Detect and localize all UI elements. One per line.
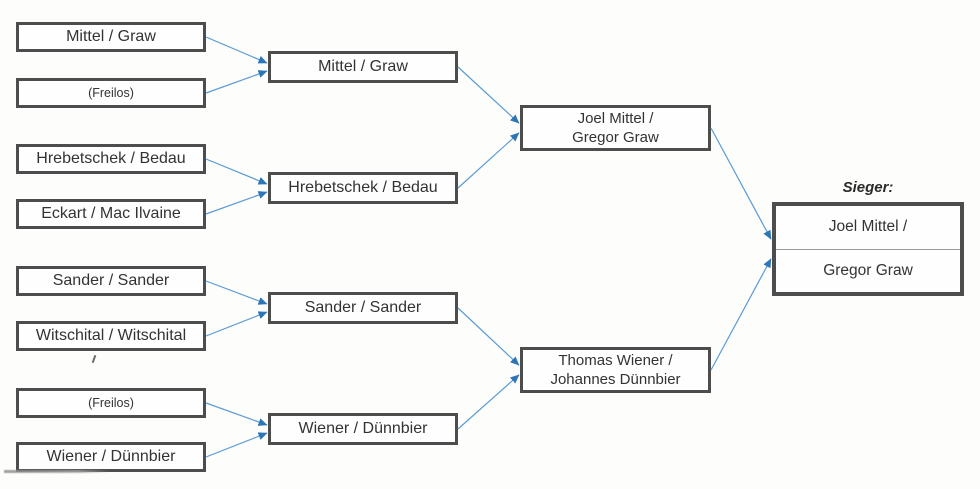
stray-pen-mark [91,354,97,364]
scan-smudge-line [4,470,110,473]
player-line: Johannes Dünnbier [550,371,681,388]
bracket-connector-line [457,66,520,124]
bracket-connector-line [710,127,772,240]
winner-heading: Sieger: [842,179,894,196]
bracket-connector-line [205,191,268,215]
round1-box-hrebetschek-bedau: Hrebetschek / Bedau [16,144,206,174]
team-label: Witschital / Witschital [35,327,187,344]
team-label: Hrebetschek / Bedau [36,150,186,167]
bracket-connector-line [205,158,268,185]
round1-box-freilos-top: (Freilos) [16,78,206,108]
bracket-connector-line [205,432,268,458]
round1-box-eckart-macilvaine: Eckart / Mac Ilvaine [16,199,206,229]
bracket-connector-line [205,280,268,305]
round1-box-witschital: Witschital / Witschital [16,321,206,351]
round2-box-wiener-duennbier: Wiener / Dünnbier [268,413,458,445]
round2-box-sander-sander: Sander / Sander [268,292,458,324]
semifinal-box-wiener-duennbier: Thomas Wiener / Johannes Dünnbier [520,347,711,393]
bracket-connector-line [457,132,520,189]
winner-row-1: Joel Mittel / [828,218,908,236]
player-line: Thomas Wiener / [558,352,673,369]
player-line: Joel Mittel / [577,110,654,127]
round2-box-mittel-graw: Mittel / Graw [268,51,458,83]
winner-row-2: Gregor Graw [776,248,960,293]
team-label: Wiener / Dünnbier [46,448,176,465]
round1-box-wiener-duennbier: Wiener / Dünnbier [16,442,206,472]
bracket-connector-line [205,402,268,426]
bracket-connector-line [457,307,520,366]
round2-box-hrebetschek-bedau: Hrebetschek / Bedau [268,172,458,204]
team-label: Mittel / Graw [66,28,156,45]
team-label: Eckart / Mac Ilvaine [41,205,181,222]
round1-box-freilos-bottom: (Freilos) [16,388,206,418]
round1-box-sander-sander: Sander / Sander [16,266,206,296]
team-label: Sander / Sander [52,272,170,289]
team-label: Sander / Sander [304,299,422,316]
bracket-connector-line [710,258,772,371]
winner-box: Joel Mittel / Gregor Graw [772,202,964,296]
team-label: Mittel / Graw [318,58,408,75]
player-line: Gregor Graw [572,129,659,146]
bracket-connector-line [205,36,268,64]
bye-label: (Freilos) [88,86,134,100]
bracket-connector-line [205,70,268,94]
semifinal-box-mittel-graw: Joel Mittel / Gregor Graw [520,105,711,151]
bracket-connector-line [457,374,520,430]
team-label: Hrebetschek / Bedau [288,179,438,196]
team-label: Wiener / Dünnbier [298,420,428,437]
round1-box-mittel-graw: Mittel / Graw [16,22,206,52]
bye-label: (Freilos) [88,396,134,410]
bracket-connector-line [205,311,268,337]
